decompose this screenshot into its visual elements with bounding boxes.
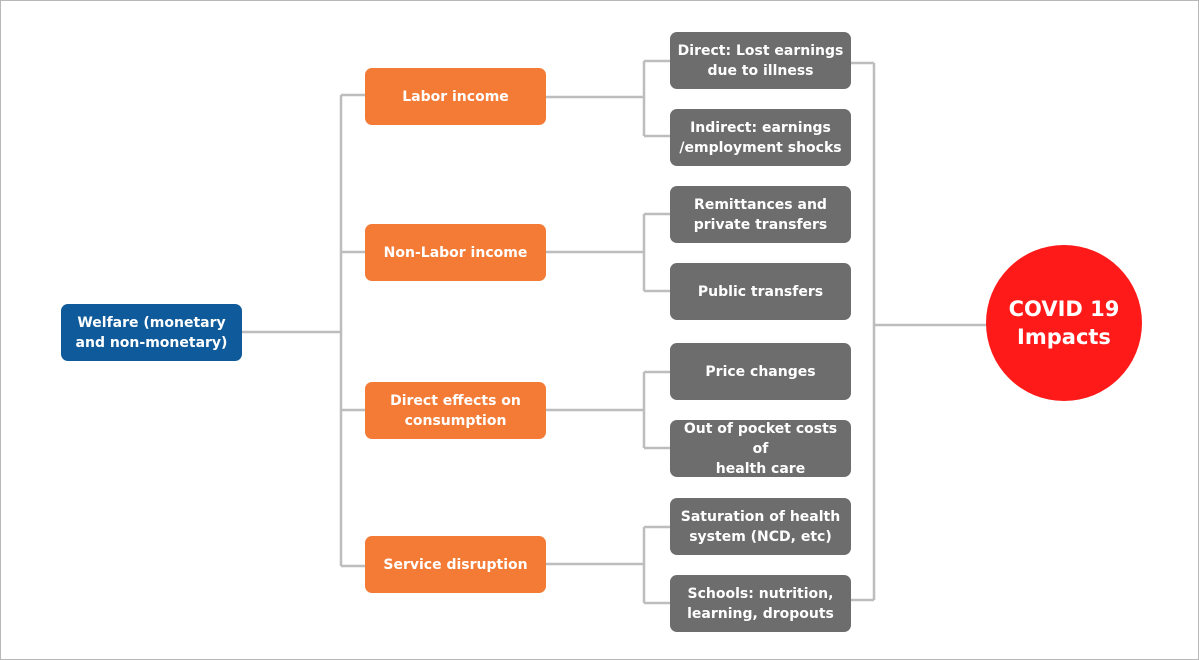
category-direct-effects-consumption: Direct effects on consumption — [365, 382, 546, 439]
welfare-node: Welfare (monetary and non-monetary) — [61, 304, 242, 361]
category-labor-income: Labor income — [365, 68, 546, 125]
item-price-changes: Price changes — [670, 343, 851, 400]
category-non-labor-income: Non-Labor income — [365, 224, 546, 281]
category-service-disruption: Service disruption — [365, 536, 546, 593]
item-health-system-saturation: Saturation of health system (NCD, etc) — [670, 498, 851, 555]
item-public-transfers: Public transfers — [670, 263, 851, 320]
item-schools-nutrition-learning: Schools: nutrition, learning, dropouts — [670, 575, 851, 632]
item-remittances-private-transfers: Remittances and private transfers — [670, 186, 851, 243]
item-out-of-pocket-health-costs: Out of pocket costs of health care — [670, 420, 851, 477]
item-lost-earnings-illness: Direct: Lost earnings due to illness — [670, 32, 851, 89]
item-earnings-employment-shocks: Indirect: earnings /employment shocks — [670, 109, 851, 166]
covid-impacts-circle: COVID 19 Impacts — [986, 245, 1142, 401]
